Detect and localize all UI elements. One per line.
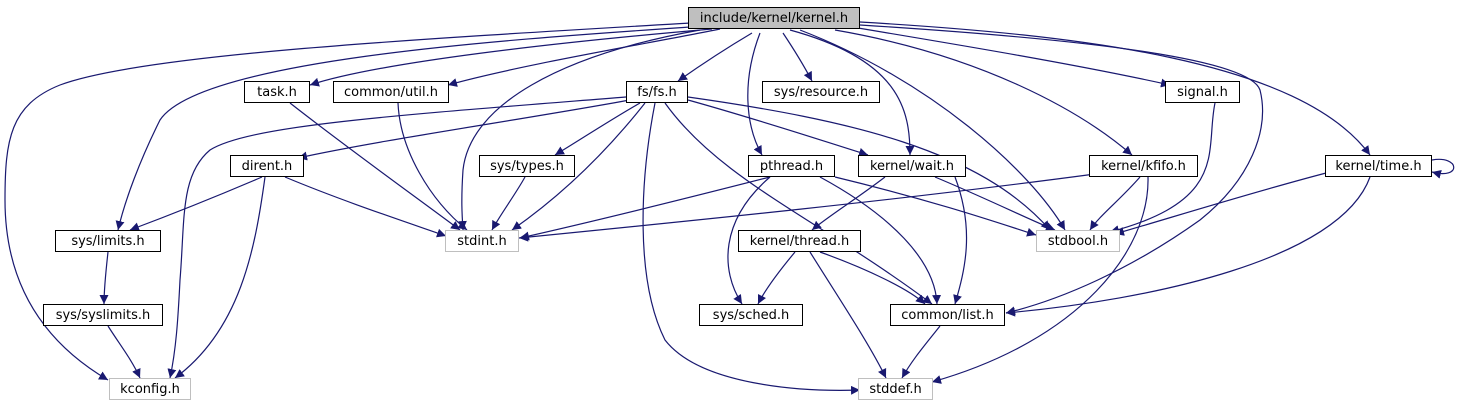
node-signal-h[interactable]: signal.h bbox=[1165, 81, 1240, 103]
node-common-util-h[interactable]: common/util.h bbox=[333, 81, 449, 103]
edge-task-h-to-stdint-h bbox=[289, 102, 461, 231]
edge-kernel-h-to-fs-fs-h bbox=[677, 32, 753, 82]
node-common-list-h[interactable]: common/list.h bbox=[890, 304, 1005, 326]
edge-fs-fs-h-to-common-list-h bbox=[664, 102, 933, 305]
node-sys-limits-h[interactable]: sys/limits.h bbox=[55, 230, 161, 252]
edge-kernel-h-to-pthread-h bbox=[747, 32, 763, 156]
edge-kernel-wait-h-to-kernel-thread-h bbox=[811, 176, 886, 231]
edge-dirent-h-to-stdint-h bbox=[284, 176, 447, 238]
edge-pthread-h-to-stdbool-h bbox=[834, 176, 1037, 237]
node-kernel-time-h[interactable]: kernel/time.h bbox=[1325, 155, 1432, 177]
edge-fs-fs-h-to-stdint-h bbox=[511, 102, 646, 231]
edge-kernel-kfifo-h-to-stdbool-h bbox=[1089, 176, 1141, 231]
node-kernel-h: include/kernel/kernel.h bbox=[688, 7, 860, 29]
edge-fs-fs-h-to-kernel-wait-h bbox=[687, 99, 869, 157]
edge-sys-limits-h-to-sys-syslimits-h bbox=[99, 251, 109, 305]
node-fs-fs-h[interactable]: fs/fs.h bbox=[626, 81, 688, 103]
edge-kernel-h-to-kconfig-h bbox=[4, 22, 691, 381]
node-stddef-h: stddef.h bbox=[858, 378, 933, 400]
edge-kernel-h-to-signal-h bbox=[857, 27, 1171, 88]
edge-kernel-time-h-to-kernel-time-h bbox=[1431, 158, 1455, 179]
node-sys-syslimits-h[interactable]: sys/syslimits.h bbox=[43, 304, 163, 326]
edge-kernel-h-to-common-list-h bbox=[859, 24, 1264, 316]
edge-kernel-thread-h-to-sys-sched-h bbox=[757, 251, 796, 305]
edge-kernel-h-to-stdbool-h bbox=[799, 29, 1066, 231]
edge-fs-fs-h-to-dirent-h bbox=[297, 99, 631, 161]
edge-fs-fs-h-to-kconfig-h bbox=[167, 96, 627, 379]
edge-kernel-h-to-common-util-h bbox=[447, 28, 721, 87]
node-kernel-kfifo-h[interactable]: kernel/kfifo.h bbox=[1089, 155, 1198, 177]
edge-kernel-h-to-kernel-kfifo-h bbox=[834, 29, 1133, 156]
node-sys-sched-h[interactable]: sys/sched.h bbox=[699, 304, 803, 326]
edge-pthread-h-to-sys-sched-h bbox=[727, 176, 771, 305]
edge-sys-types-h-to-stdint-h bbox=[491, 176, 526, 231]
edge-pthread-h-to-stdint-h bbox=[519, 176, 771, 241]
edge-common-util-h-to-stdint-h bbox=[397, 102, 468, 231]
node-kconfig-h: kconfig.h bbox=[109, 378, 191, 400]
node-kernel-thread-h[interactable]: kernel/thread.h bbox=[738, 230, 861, 252]
node-task-h[interactable]: task.h bbox=[244, 81, 310, 103]
edge-signal-h-to-stdbool-h bbox=[1109, 102, 1216, 235]
node-stdint-h: stdint.h bbox=[445, 230, 519, 252]
node-stdbool-h: stdbool.h bbox=[1036, 230, 1120, 252]
edge-common-list-h-to-stddef-h bbox=[901, 325, 941, 379]
edge-kernel-h-to-sys-resource-h bbox=[782, 32, 813, 82]
edge-fs-fs-h-to-stddef-h bbox=[642, 102, 861, 395]
edge-dirent-h-to-kconfig-h bbox=[174, 176, 266, 379]
edge-kernel-kfifo-h-to-stddef-h bbox=[931, 176, 1149, 384]
edge-kernel-time-h-to-common-list-h bbox=[1005, 176, 1371, 317]
edge-kernel-h-to-kernel-time-h bbox=[859, 21, 1371, 156]
edge-kernel-wait-h-to-common-list-h bbox=[953, 176, 968, 305]
node-sys-resource-h[interactable]: sys/resource.h bbox=[762, 81, 880, 103]
edge-kernel-thread-h-to-stddef-h bbox=[809, 251, 887, 379]
edge-kernel-wait-h-to-stdbool-h bbox=[934, 176, 1056, 231]
edge-fs-fs-h-to-stdbool-h bbox=[687, 96, 1051, 231]
node-sys-types-h[interactable]: sys/types.h bbox=[479, 155, 575, 177]
edge-dirent-h-to-sys-limits-h bbox=[129, 176, 263, 232]
edge-kernel-h-to-kernel-wait-h bbox=[789, 29, 915, 156]
node-pthread-h[interactable]: pthread.h bbox=[748, 155, 835, 177]
edge-kernel-time-h-to-stdbool-h bbox=[1114, 171, 1331, 236]
edge-sys-syslimits-h-to-kconfig-h bbox=[107, 325, 141, 379]
edge-kernel-h-to-stdint-h bbox=[457, 29, 701, 231]
node-kernel-wait-h[interactable]: kernel/wait.h bbox=[858, 155, 966, 177]
edge-kernel-thread-h-to-common-list-h bbox=[819, 251, 926, 305]
edge-fs-fs-h-to-sys-types-h bbox=[554, 102, 641, 156]
node-dirent-h[interactable]: dirent.h bbox=[230, 155, 304, 177]
edge-kernel-h-to-sys-limits-h bbox=[115, 26, 691, 231]
edge-pthread-h-to-common-list-h bbox=[819, 176, 942, 305]
edge-kernel-h-to-task-h bbox=[309, 28, 713, 87]
edge-kernel-kfifo-h-to-stdint-h bbox=[518, 173, 1096, 242]
